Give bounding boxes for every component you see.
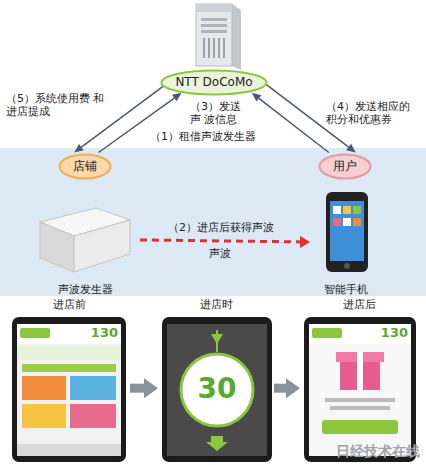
caption-label: 智能手机 (324, 283, 368, 296)
node-label: 用户 (333, 159, 357, 173)
server-ellipse: NTT DoCoMo (160, 69, 268, 96)
server-icon (196, 4, 241, 70)
flow-arrow (130, 384, 144, 393)
sound-generator (40, 222, 74, 272)
screen-before (22, 404, 66, 428)
screen-before (17, 324, 121, 344)
signal-arrow (140, 240, 300, 242)
caption-label: 进店后 (343, 298, 376, 311)
screen-after (304, 317, 416, 462)
edge-label: （5）系统使用费 和进店提成 (6, 92, 108, 118)
watermark: 日经技术在线 (316, 443, 420, 460)
screen-after (309, 324, 411, 344)
user-ellipse: 用户 (318, 153, 372, 180)
screen-during (211, 334, 223, 344)
screen-before (17, 346, 121, 360)
sound-generator (40, 208, 130, 272)
server-icon (203, 38, 205, 58)
flow-arrow (259, 98, 329, 152)
screen-before (12, 317, 126, 462)
smartphone (333, 218, 341, 226)
smartphone (330, 201, 364, 261)
caption-label: 声波发生器 (58, 283, 113, 296)
caption-label: 进店前 (53, 298, 86, 311)
smartphone (344, 263, 350, 269)
screen-before (20, 328, 50, 338)
screen-during (181, 354, 253, 426)
ellipse-shape (162, 70, 267, 94)
sound-generator (74, 220, 130, 272)
server-icon (218, 38, 220, 58)
edge-label: （3）发送声 波信息 (190, 100, 250, 126)
screen-during (162, 317, 272, 462)
screen-before (70, 404, 116, 428)
screen-before (22, 364, 116, 372)
screen-after (304, 317, 416, 462)
ellipse-shape (60, 154, 111, 178)
device-node: 声波发生器 (30, 194, 140, 296)
phone-node: 智能手机 (310, 188, 382, 296)
store-ellipse: 店铺 (58, 153, 112, 180)
screen-during (167, 324, 267, 456)
screen-before (17, 324, 121, 456)
store-band (0, 148, 426, 296)
server-icon (223, 38, 225, 58)
screen-after (322, 420, 398, 434)
edge-label: （4）发送相应的 积分和优惠券 (326, 100, 418, 126)
screen-node: 进店前 (8, 298, 130, 462)
screen-node: 进店后 (300, 298, 418, 462)
server-icon (201, 24, 227, 27)
smartphone (326, 192, 368, 272)
ellipse-shape (320, 154, 371, 178)
screen-during (162, 317, 272, 462)
smartphone (326, 192, 368, 272)
server-icon (213, 38, 215, 58)
node-label: 店铺 (73, 159, 97, 173)
screen-before (22, 376, 66, 400)
points-number: 130 (366, 325, 408, 341)
server-icon (208, 38, 210, 58)
points-number: 130 (76, 325, 118, 341)
screen-after (309, 324, 411, 456)
edge-label: （1）租借声波发生器 (150, 130, 264, 143)
screen-before (17, 444, 121, 456)
points-number: 30 (187, 372, 247, 406)
screen-during (206, 436, 228, 451)
server-icon (201, 30, 227, 33)
smartphone (333, 206, 341, 214)
signal-label: 声波 (200, 247, 240, 260)
screen-after (330, 406, 390, 410)
smartphone (343, 206, 351, 214)
screen-before (12, 317, 126, 462)
screen-after (357, 352, 363, 390)
smartphone (353, 206, 361, 214)
screen-after (312, 328, 342, 338)
server-icon (196, 4, 232, 12)
flow-arrow (274, 384, 286, 393)
edge-label: （2）进店后获得声波 (168, 221, 284, 234)
node-label: NTT DoCoMo (175, 75, 252, 89)
screen-after (325, 398, 395, 402)
server-icon (201, 18, 227, 21)
smartphone (353, 218, 361, 226)
smartphone (343, 218, 351, 226)
server-icon (196, 4, 232, 66)
screen-before (70, 376, 116, 400)
caption-label: 进店时 (200, 298, 233, 311)
server-icon (232, 4, 241, 70)
